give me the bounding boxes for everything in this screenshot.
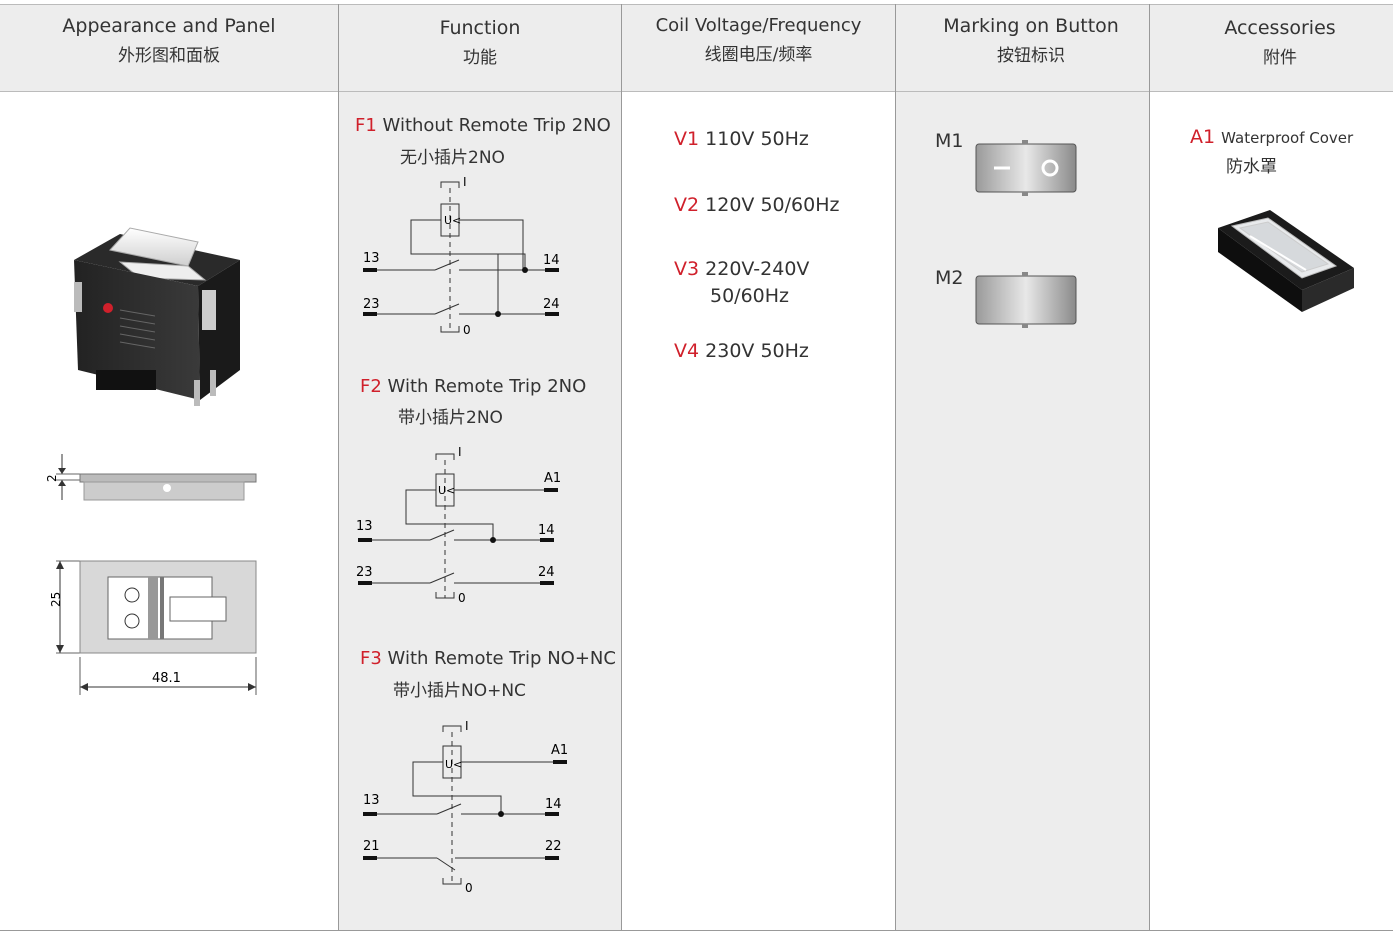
- function-f3-cn: 带小插片NO+NC: [393, 681, 526, 701]
- marking-m1-button: [975, 140, 1077, 196]
- voltage-v2: V2 120V 50/60Hz: [674, 194, 840, 216]
- svg-text:23: 23: [356, 565, 373, 580]
- accessory-a1: A1 Waterproof Cover: [1190, 126, 1354, 148]
- function-code: F2: [360, 376, 382, 397]
- function-f3-diagram: I U< A1 13 14 21 22 0: [363, 719, 568, 895]
- function-f1-cn: 无小插片2NO: [400, 148, 505, 168]
- marking-m2-code: M2: [935, 267, 964, 289]
- table-bottom-border: [0, 930, 1393, 931]
- svg-text:U<: U<: [445, 758, 462, 771]
- voltage-v4: V4 230V 50Hz: [674, 340, 809, 362]
- svg-text:U<: U<: [444, 214, 461, 227]
- svg-text:I: I: [458, 445, 462, 459]
- function-f2-cn: 带小插片2NO: [398, 408, 503, 428]
- svg-text:21: 21: [363, 839, 380, 854]
- svg-text:A1: A1: [551, 743, 568, 758]
- svg-text:13: 13: [363, 251, 380, 266]
- divider: [338, 4, 339, 931]
- function-f2-diagram: I U< A1 13 14 23 24 0: [356, 445, 561, 605]
- marking-column-bg: [895, 92, 1149, 931]
- svg-text:24: 24: [543, 297, 560, 312]
- function-code: F3: [360, 648, 382, 669]
- svg-text:23: 23: [363, 297, 380, 312]
- function-en: Without Remote Trip 2NO: [382, 115, 611, 136]
- waterproof-cover-image: [1218, 210, 1354, 312]
- divider: [895, 4, 896, 931]
- svg-text:14: 14: [543, 253, 560, 268]
- svg-text:I: I: [465, 719, 469, 733]
- svg-text:14: 14: [545, 797, 562, 812]
- svg-text:0: 0: [463, 323, 471, 337]
- svg-text:A1: A1: [544, 471, 561, 486]
- function-column-bg: [339, 92, 621, 931]
- svg-text:14: 14: [538, 523, 555, 538]
- voltage-v1: V1 110V 50Hz: [674, 128, 809, 150]
- function-code: F1: [355, 115, 377, 136]
- function-f1-title: F1 Without Remote Trip 2NO: [355, 115, 611, 136]
- svg-text:13: 13: [356, 519, 373, 534]
- side-view-drawing: 2: [45, 454, 257, 501]
- svg-text:24: 24: [538, 565, 555, 580]
- svg-text:13: 13: [363, 793, 380, 808]
- svg-text:I: I: [463, 175, 467, 189]
- function-f3-title: F3 With Remote Trip NO+NC: [360, 648, 616, 669]
- voltage-v3-line2: 50/60Hz: [710, 285, 790, 307]
- panel-cutout-drawing: 25 48.1: [49, 560, 257, 695]
- marking-m1-code: M1: [935, 130, 964, 152]
- accessory-a1-cn: 防水罩: [1226, 157, 1277, 177]
- function-en: With Remote Trip NO+NC: [387, 648, 616, 669]
- svg-text:0: 0: [465, 881, 473, 895]
- dim-thickness-label: 2: [45, 474, 59, 482]
- marking-m2-button: [975, 272, 1077, 328]
- dim-width-label: 48.1: [152, 671, 181, 686]
- voltage-v3: V3 220V-240V: [674, 258, 810, 280]
- svg-text:U<: U<: [438, 484, 455, 497]
- function-f2-title: F2 With Remote Trip 2NO: [360, 376, 586, 397]
- dim-height-label: 25: [49, 592, 63, 607]
- divider: [1149, 4, 1150, 931]
- table-header: [0, 4, 1393, 92]
- switch-product-image: [74, 227, 240, 406]
- function-f1-diagram: I U< 13 14 23 24 0: [363, 175, 560, 337]
- divider: [621, 4, 622, 931]
- svg-text:0: 0: [458, 591, 466, 605]
- function-en: With Remote Trip 2NO: [387, 376, 587, 397]
- svg-text:22: 22: [545, 839, 562, 854]
